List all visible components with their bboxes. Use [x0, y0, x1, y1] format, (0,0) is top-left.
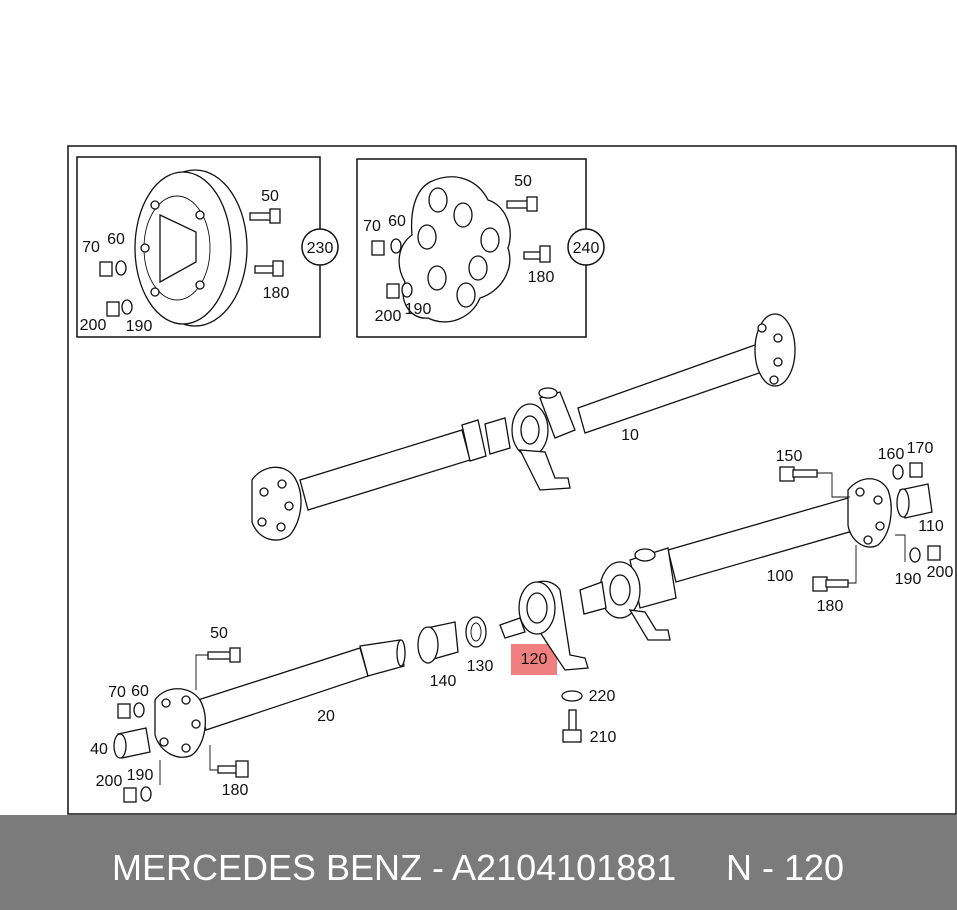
nut-70-box1 [99, 261, 113, 277]
bolt-150 [779, 466, 850, 498]
callout-130: 130 [467, 658, 494, 675]
washer-60-main [133, 702, 145, 718]
washer-190-right [909, 547, 921, 563]
bolt-180-box2 [523, 245, 551, 263]
callout-170: 170 [907, 440, 934, 457]
footer-bar: MERCEDES BENZ - A2104101881 N - 120 [0, 815, 957, 910]
callout-180-box2: 180 [528, 269, 555, 286]
nut-200-box1 [106, 301, 120, 317]
nut-70-main [117, 703, 131, 719]
bolt-180-right [812, 545, 857, 592]
nut-200-right [927, 545, 941, 561]
washer-190-main [140, 786, 152, 802]
callout-180-main: 180 [222, 782, 249, 799]
callout-200-right: 200 [927, 564, 954, 581]
callout-150: 150 [776, 448, 803, 465]
shaft-100: 100 110 150 160 170 180 190 200 [579, 440, 954, 641]
bolt-50-box1 [249, 208, 281, 224]
callout-220: 220 [589, 688, 616, 705]
washer-60-box2 [390, 238, 402, 254]
nut-200-box2 [386, 283, 400, 299]
callout-200-main: 200 [96, 773, 123, 790]
callout-240: 240 [573, 240, 600, 257]
ring-130 [465, 616, 487, 648]
center-bearing-120 [499, 580, 589, 671]
callout-70-main: 70 [108, 684, 126, 701]
nut-70-box2 [371, 240, 385, 256]
bolt-180-box1 [254, 260, 284, 277]
propeller-shaft-10: 10 [251, 313, 796, 541]
ref-circle-240 [567, 228, 605, 266]
washer-60-box1 [115, 260, 127, 276]
detail-box-240: 240 50 180 70 60 200 190 [356, 158, 605, 338]
callout-190-box2: 190 [405, 301, 432, 318]
callout-230: 230 [307, 240, 334, 257]
callout-180-right: 180 [817, 598, 844, 615]
callout-100: 100 [767, 568, 794, 585]
detail-box-230: 230 50 180 70 60 200 190 [76, 156, 339, 338]
callout-160: 160 [878, 446, 905, 463]
nut-200-main [123, 787, 137, 803]
callout-10: 10 [621, 427, 639, 444]
callout-70-box2: 70 [363, 218, 381, 235]
footer-reference: N - 120 [726, 847, 845, 888]
callout-40: 40 [90, 741, 108, 758]
callout-110: 110 [918, 518, 944, 535]
callout-50-box1: 50 [261, 188, 279, 205]
callout-50-main: 50 [210, 625, 228, 642]
bolt-50-main [195, 647, 241, 690]
callout-120: 120 [521, 651, 548, 668]
callout-70-box1: 70 [82, 239, 100, 256]
callout-190-main: 190 [127, 767, 154, 784]
bolt-180-main [209, 745, 249, 778]
sleeve-140 [417, 621, 459, 664]
callout-180-box1: 180 [263, 285, 290, 302]
flex-coupling-240 [398, 176, 511, 323]
washer-190-box2 [401, 282, 413, 298]
washer-220 [561, 690, 583, 702]
shaft-20: 20 40 50 60 70 180 190 200 [90, 625, 406, 803]
callout-210: 210 [590, 729, 617, 746]
ref-circle-230 [301, 228, 339, 266]
washer-190-box1 [121, 299, 133, 315]
callout-60-box2: 60 [388, 213, 406, 230]
callout-60-box1: 60 [107, 231, 125, 248]
callout-200-box1: 200 [80, 317, 107, 334]
callout-190-right: 190 [895, 571, 922, 588]
callout-140: 140 [430, 673, 457, 690]
callout-50-box2: 50 [514, 173, 532, 190]
callout-190-box1: 190 [126, 318, 153, 335]
highlight-120 [511, 644, 557, 675]
bolt-50-box2 [506, 196, 538, 212]
bolt-210 [562, 709, 582, 743]
footer-brand-part-number: MERCEDES BENZ - A2104101881 [112, 847, 677, 888]
center-bearing-group: 120 130 140 220 210 [417, 580, 617, 746]
washer-160 [892, 464, 904, 480]
callout-20: 20 [317, 708, 335, 725]
callout-60-main: 60 [131, 683, 149, 700]
callout-200-box2: 200 [375, 308, 402, 325]
nut-170 [909, 462, 923, 478]
